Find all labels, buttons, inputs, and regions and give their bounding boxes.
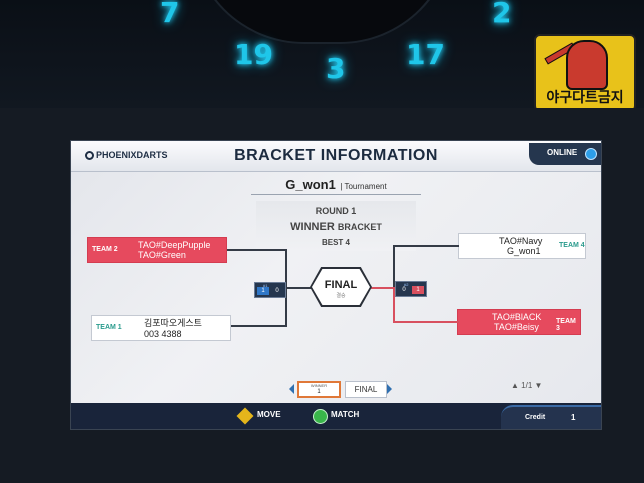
- move-hint: MOVE: [257, 410, 281, 419]
- segment-number: 19: [234, 38, 273, 71]
- tab-final[interactable]: FINAL: [345, 381, 387, 398]
- bracket-tabs: WINNER 1 FINAL: [289, 381, 392, 398]
- final-sublabel: 결승: [336, 293, 346, 299]
- team-label: TEAM 3: [556, 318, 576, 332]
- bracket-screen: PHOENIXDARTS BRACKET INFORMATION ONLINE …: [70, 140, 602, 430]
- no-baseball-dart-sticker: 야구다트금지: [534, 34, 636, 112]
- player-name: TAO#BlACK: [492, 312, 542, 322]
- bracket-name: WINNER: [290, 221, 335, 233]
- credit-panel: Credit 1: [501, 405, 601, 429]
- bracket-line: [231, 325, 287, 327]
- final-node[interactable]: FINAL 결승: [312, 269, 370, 305]
- tab-winner[interactable]: WINNER 1: [297, 381, 341, 398]
- segment-number: 3: [326, 52, 346, 85]
- player-figure-icon: [566, 40, 608, 90]
- team-card-team3[interactable]: TAO#BlACK TAO#Beisy TEAM 3: [457, 309, 581, 335]
- final-label: FINAL: [324, 279, 358, 291]
- match-number: #1: [263, 283, 268, 288]
- tab-winner-label: WINNER: [310, 383, 328, 388]
- bracket-line-winner: [393, 287, 395, 323]
- dart-machine-top: 7 2 19 3 17 야구다트금지: [0, 0, 644, 120]
- score-value: 0: [275, 288, 279, 294]
- bracket-line: [227, 249, 287, 251]
- bracket-line-winner: [371, 287, 395, 289]
- player-name: 김포따오게스트: [144, 318, 202, 328]
- page-indicator: ▲ 1/1 ▼: [511, 381, 542, 390]
- segment-number: 7: [160, 0, 180, 29]
- tournament-title: G_won1: [285, 177, 336, 192]
- bracket-label: WINNER BRACKET: [256, 219, 416, 235]
- score-value: 1: [412, 286, 424, 294]
- online-status: ONLINE: [529, 143, 601, 165]
- online-label: ONLINE: [547, 148, 578, 157]
- bracket-line: [285, 287, 311, 289]
- bracket-suffix: BRACKET: [337, 222, 382, 232]
- round-label: ROUND 1: [315, 206, 357, 216]
- player-name: TAO#Green: [138, 250, 186, 260]
- phoenix-logo-icon: [85, 151, 94, 160]
- credit-label: Credit: [525, 414, 546, 421]
- page-down-icon[interactable]: ▼: [534, 381, 543, 390]
- logo-text: PHOENIXDARTS: [96, 150, 168, 160]
- match-score-right: #2 0 1: [395, 281, 427, 297]
- tournament-type-text: Tournament: [344, 182, 387, 191]
- dpad-icon: [236, 407, 254, 425]
- bracket-line: [393, 245, 395, 287]
- player-name: TAO#DeepPupple: [138, 240, 211, 250]
- team-label: TEAM 1: [96, 324, 122, 331]
- team-card-team4[interactable]: TAO#Navy G_won1 TEAM 4: [458, 233, 586, 259]
- footer-bar: MOVE MATCH Credit 1: [71, 403, 601, 429]
- credit-value: 1: [571, 413, 576, 422]
- online-indicator-icon: [585, 148, 597, 160]
- page-number: 1/1: [521, 381, 533, 390]
- bracket-line-winner: [393, 321, 459, 323]
- brand-logo: PHOENIXDARTS: [85, 150, 168, 160]
- arrow-left-icon[interactable]: [289, 384, 294, 394]
- header-bar: PHOENIXDARTS BRACKET INFORMATION ONLINE: [71, 141, 601, 172]
- tab-winner-value: 1: [317, 389, 321, 395]
- segment-number: 2: [492, 0, 512, 29]
- score-value: 0: [402, 287, 406, 293]
- sticker-label: 야구다트금지: [546, 90, 624, 106]
- bracket-line: [393, 245, 459, 247]
- player-name: 003 4388: [144, 329, 182, 339]
- tournament-type: | Tournament: [340, 182, 387, 191]
- segment-number: 17: [406, 38, 445, 71]
- best-label: BEST 4: [321, 238, 350, 247]
- round-info: ROUND 1 WINNER BRACKET BEST 4: [256, 201, 416, 251]
- team-card-team1[interactable]: TEAM 1 김포따오게스트 003 4388: [91, 315, 231, 341]
- match-hint: MATCH: [331, 410, 360, 419]
- player-name: TAO#Beisy: [494, 322, 539, 332]
- match-score-left: #1 1 0: [254, 282, 286, 298]
- page-title: BRACKET INFORMATION: [234, 147, 438, 164]
- team-label: TEAM 2: [92, 246, 118, 253]
- team-label: TEAM 4: [559, 242, 585, 249]
- match-number: #2: [404, 282, 409, 287]
- green-button-icon: [313, 409, 328, 424]
- page-up-icon[interactable]: ▲: [511, 381, 519, 390]
- arrow-right-icon[interactable]: [387, 384, 392, 394]
- player-name: TAO#Navy: [499, 236, 543, 246]
- score-value: 1: [257, 287, 269, 295]
- team-card-team2[interactable]: TEAM 2 TAO#DeepPupple TAO#Green: [87, 237, 227, 263]
- player-name: G_won1: [507, 246, 541, 256]
- tournament-name: G_won1 | Tournament: [251, 176, 421, 195]
